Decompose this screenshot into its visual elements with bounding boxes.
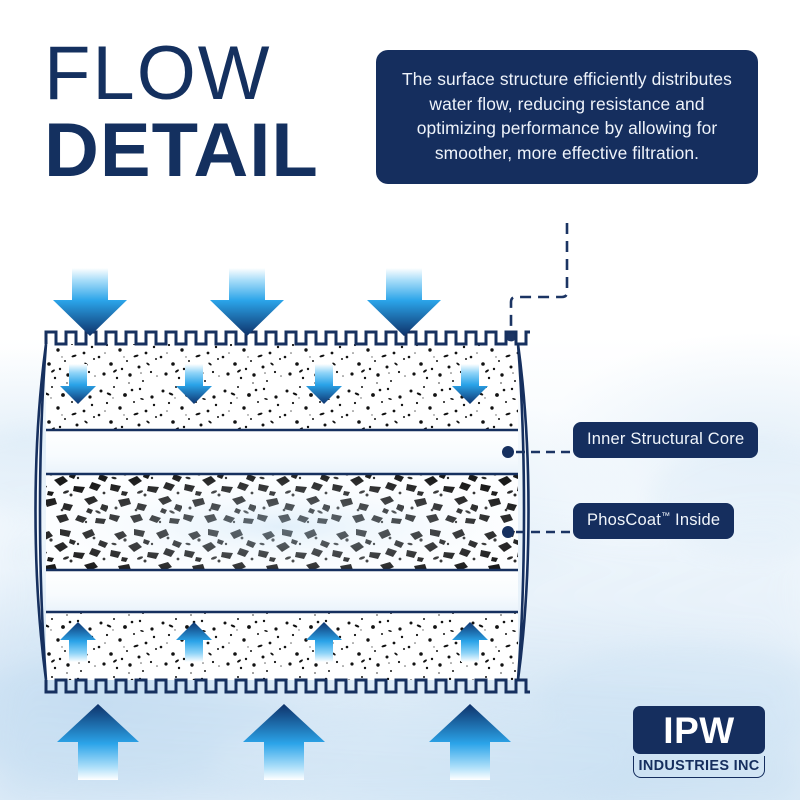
logo-subtitle-box: INDUSTRIES INC — [633, 756, 765, 778]
layer-lower-media — [46, 612, 518, 680]
label-phoscoat-name: PhosCoat — [587, 511, 662, 529]
label-phoscoat-inside: PhosCoat™ Inside — [573, 503, 735, 539]
ipw-logo: IPW INDUSTRIES INC — [633, 706, 765, 780]
bottom-castellated-edge — [44, 678, 530, 694]
inner-arrows-lower — [60, 622, 488, 662]
top-castellated-edge — [44, 330, 530, 346]
right-cylinder-edge — [516, 343, 530, 681]
logo-mark-box: IPW — [633, 706, 765, 754]
title-line-detail: DETAIL — [44, 108, 319, 194]
layer-inner-structural-core — [46, 430, 518, 474]
trademark-icon: ™ — [661, 510, 671, 521]
logo-subtitle-text: INDUSTRIES INC — [638, 758, 760, 775]
layer-upper-media — [46, 344, 518, 430]
label-inner-structural-core: Inner Structural Core — [573, 422, 759, 458]
label-phoscoat-suffix: Inside — [670, 511, 721, 529]
layer-phoscoat-glow — [46, 474, 518, 570]
left-cylinder-edge — [34, 343, 48, 681]
anchor-dot-phoscoat — [502, 526, 514, 538]
callout-description: The surface structure efficiently distri… — [376, 50, 758, 184]
layer-dividers — [46, 428, 518, 614]
filter-cartridge-diagram — [34, 330, 530, 694]
layer-lower-band — [46, 570, 518, 612]
inner-arrows-upper — [60, 364, 488, 404]
title-line-flow: FLOW — [44, 31, 272, 116]
page-title: FLOW DETAIL — [44, 31, 319, 194]
label-anchor-dots — [502, 446, 514, 538]
logo-mark-text: IPW — [663, 709, 735, 751]
anchor-dot-inner-core — [502, 446, 514, 458]
cylinder-side-walls — [34, 343, 530, 681]
filter-layers — [46, 344, 518, 680]
